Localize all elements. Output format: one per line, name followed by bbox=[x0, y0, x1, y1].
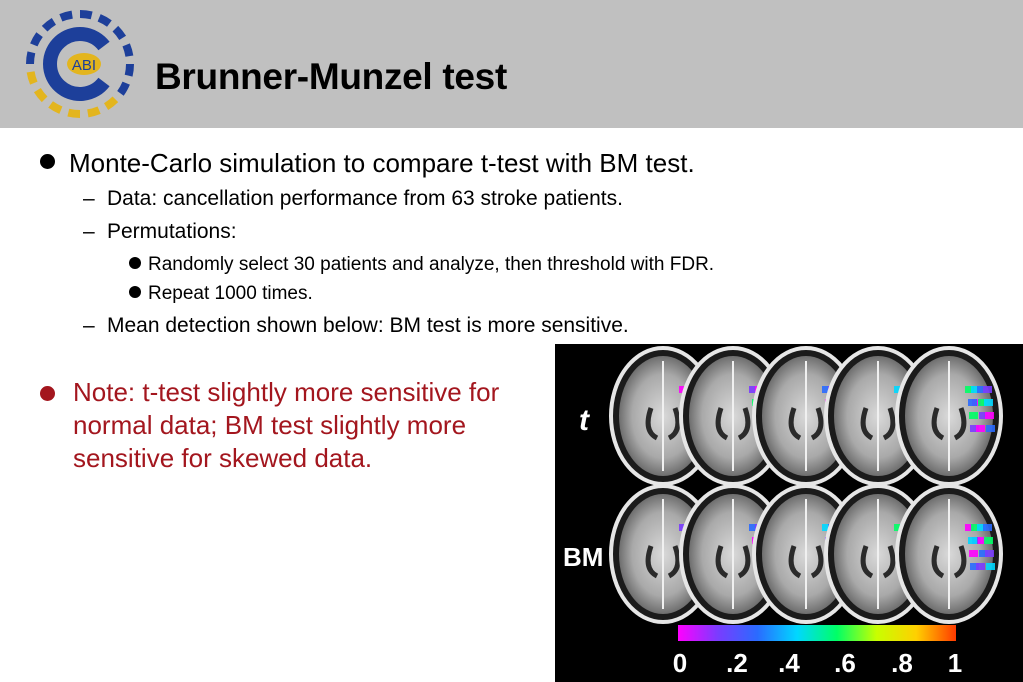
colorbar-tick-label: 1 bbox=[948, 648, 962, 678]
bullet-text: Monte-Carlo simulation to compare t-test… bbox=[69, 148, 695, 178]
bullet-dot-icon bbox=[40, 154, 55, 169]
title-bar: ABI Brunner-Munzel test bbox=[0, 0, 1023, 128]
bullet-dot-icon bbox=[129, 286, 141, 298]
bullet-text: Randomly select 30 patients and analyze,… bbox=[148, 254, 715, 275]
sub-bullet-permutations: – Permutations: bbox=[83, 220, 237, 244]
brain-figure-svg: t BM 0 .2 .4 .6 .8 1 bbox=[563, 346, 1003, 678]
logo-ring-segment bbox=[122, 43, 134, 57]
note-text: Note: t-test slightly more sensitive for… bbox=[73, 377, 500, 473]
logo-ring-segment bbox=[26, 51, 36, 65]
logo-ring-segment bbox=[97, 14, 112, 27]
logo-text: ABI bbox=[72, 57, 96, 74]
logo-ring-segment bbox=[112, 25, 127, 41]
colorbar-tick-label: .2 bbox=[726, 648, 748, 678]
bullet-dot-icon bbox=[40, 386, 55, 401]
brain-figure: t BM 0 .2 .4 .6 .8 1 bbox=[555, 344, 1023, 682]
bullet-text: Permutations: bbox=[107, 220, 237, 243]
logo-ring-segment bbox=[87, 106, 101, 118]
dash-icon: – bbox=[83, 220, 95, 243]
logo-ring-segment bbox=[30, 32, 43, 47]
colorbar bbox=[678, 625, 956, 641]
logo-ring-segment bbox=[33, 87, 48, 103]
logo-ring-segment bbox=[67, 108, 81, 118]
logo-ring-segment bbox=[59, 10, 73, 22]
logo-ring-segment bbox=[103, 96, 119, 111]
logo-ring-segment bbox=[41, 17, 57, 32]
sub-bullet-detection: – Mean detection shown below: BM test is… bbox=[83, 314, 629, 338]
row-label-t: t bbox=[579, 404, 591, 437]
colorbar-tick-label: .6 bbox=[834, 648, 856, 678]
brain-slice bbox=[895, 346, 1003, 486]
bullet-main: Monte-Carlo simulation to compare t-test… bbox=[40, 148, 695, 179]
sub-bullet-data: – Data: cancellation performance from 63… bbox=[83, 187, 623, 211]
bullet-text: Data: cancellation performance from 63 s… bbox=[107, 187, 623, 210]
abi-logo: ABI bbox=[26, 10, 134, 118]
row-label-bm: BM bbox=[563, 542, 603, 572]
sub-sub-bullet-select: Randomly select 30 patients and analyze,… bbox=[129, 254, 714, 276]
dash-icon: – bbox=[83, 314, 95, 337]
logo-ring-segment bbox=[124, 63, 134, 77]
brain-slice bbox=[895, 484, 1003, 624]
colorbar-tick-label: 0 bbox=[673, 648, 687, 678]
logo-ring-segment bbox=[79, 10, 93, 20]
colorbar-tick-label: .4 bbox=[778, 648, 800, 678]
logo-ring-segment bbox=[117, 81, 130, 96]
sub-sub-bullet-repeat: Repeat 1000 times. bbox=[129, 283, 313, 305]
logo-ring-segment bbox=[48, 101, 63, 114]
colorbar-tick-label: .8 bbox=[891, 648, 913, 678]
logo-ring-segment bbox=[26, 71, 38, 85]
page-title: Brunner-Munzel test bbox=[155, 56, 507, 97]
bullet-text: Repeat 1000 times. bbox=[148, 283, 313, 304]
bullet-text: Mean detection shown below: BM test is m… bbox=[107, 314, 629, 337]
dash-icon: – bbox=[83, 187, 95, 210]
note-bullet: Note: t-test slightly more sensitive for… bbox=[40, 376, 510, 475]
bullet-dot-icon bbox=[129, 257, 141, 269]
